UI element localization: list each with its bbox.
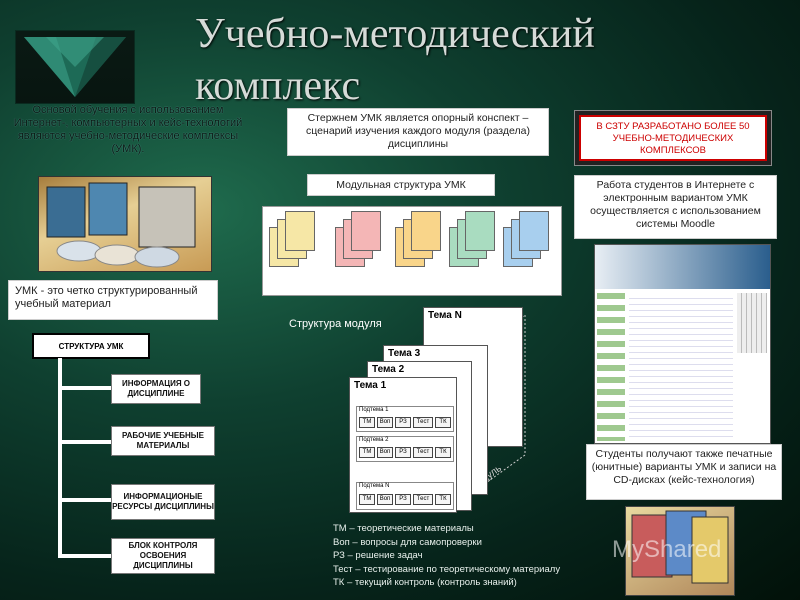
cell-rz-n: РЗ	[395, 494, 411, 505]
cd-disc-icon	[46, 182, 196, 268]
notice-frame: В СЗТУ РАЗРАБОТАНО БОЛЕЕ 50 УЧЕБНО-МЕТОД…	[574, 110, 772, 166]
cell-test-1: Тест	[413, 417, 433, 428]
module-structure-diagram: Модуль Тема N Тема 3 Тема 2 Тема 1 Подте…	[345, 305, 530, 515]
tema-n-label: Тема N	[428, 310, 462, 321]
cell-tk-2: ТК	[435, 447, 451, 458]
logo-image	[15, 30, 135, 104]
cell-test-n: Тест	[413, 494, 433, 505]
structure-title: СТРУКТУРА УМК	[32, 333, 150, 359]
modular-structure-text: Модульная структура УМК	[336, 179, 466, 191]
module-stack-2c	[351, 211, 381, 251]
structure-item-info: ИНФОРМАЦИЯ О ДИСЦИПЛИНЕ	[111, 374, 201, 404]
print-note-box: Студенты получают также печатные (юнитны…	[586, 444, 782, 500]
legend-item-rz: РЗ – решение задач	[333, 550, 423, 561]
cell-vop-2: Воп	[377, 447, 393, 458]
subtopic-1-label: Подтема 1	[359, 407, 389, 413]
printed-books-photo	[625, 506, 735, 596]
subtopic-n-label: Подтема N	[359, 483, 390, 489]
cell-tk-1: ТК	[435, 417, 451, 428]
tema-2-label: Тема 2	[372, 364, 405, 375]
cell-rz-2: РЗ	[395, 447, 411, 458]
subtopic-2-label: Подтема 2	[359, 437, 389, 443]
legend-item-test: Тест – тестирование по теоретическому ма…	[333, 563, 561, 575]
tree-branch-1	[58, 386, 112, 390]
cell-test-2: Тест	[413, 447, 433, 458]
moodle-calendar	[737, 293, 767, 353]
cell-vop-n: Воп	[377, 494, 393, 505]
tree-branch-4	[58, 554, 112, 558]
core-note-box: Стержнем УМК является опорный конспект –…	[287, 108, 549, 156]
cell-tm-2: ТМ	[359, 447, 375, 458]
tree-trunk	[58, 358, 62, 558]
moodle-screenshot	[594, 244, 771, 444]
moodle-content	[629, 293, 733, 441]
subtopic-1-box: Подтема 1 ТМ Воп РЗ Тест ТК	[356, 406, 454, 432]
book-icon	[631, 510, 729, 584]
core-note-text: Стержнем УМК является опорный конспект –…	[306, 112, 530, 150]
watermark: MyShared	[612, 536, 722, 563]
structure-item-control: БЛОК КОНТРОЛЯ ОСВОЕНИЯ ДИСЦИПЛИНЫ	[111, 538, 215, 574]
page-title: Учебно-методический комплекс	[195, 8, 755, 112]
module-stack-3c	[411, 211, 441, 251]
print-note-text: Студенты получают также печатные (юнитны…	[591, 448, 777, 486]
cell-tk-n: ТК	[435, 494, 451, 505]
module-stack-4c	[465, 211, 495, 251]
pyramid-icon	[24, 37, 126, 97]
structure-item-resources: ИНФОРМАЦИОНЫЕ РЕСУРСЫ ДИСЦИПЛИНЫ	[111, 484, 215, 520]
umk-definition-box: УМК - это четко структурированный учебны…	[8, 280, 218, 320]
legend-item-vop: Воп – вопросы для самопроверки	[333, 536, 482, 548]
title-line-2: комплекс	[195, 63, 361, 109]
cell-vop-1: Воп	[377, 417, 393, 428]
tema-1-page: Тема 1 Подтема 1 ТМ Воп РЗ Тест ТК Подте…	[349, 377, 457, 513]
tree-branch-3	[58, 498, 112, 502]
umk-definition-text: УМК - это четко структурированный учебны…	[15, 285, 198, 310]
tema-3-label: Тема 3	[388, 348, 421, 359]
moodle-note-box: Работа студентов в Интернете с электронн…	[574, 175, 777, 239]
moodle-note-text: Работа студентов в Интернете с электронн…	[590, 179, 761, 230]
intro-note: Основой обучения с использованием Интерн…	[13, 104, 243, 155]
legend-item-tm: ТМ – теоретические материалы	[333, 523, 474, 534]
module-stack-5c	[519, 211, 549, 251]
module-stack-1c	[285, 211, 315, 251]
module-structure-label: Структура модуля	[289, 318, 382, 330]
legend: ТМ – теоретические материалы Воп – вопро…	[333, 522, 633, 590]
cell-rz-1: РЗ	[395, 417, 411, 428]
legend-item-tk: ТК – текущий контроль (контроль знаний)	[333, 577, 517, 588]
moodle-sidebar	[597, 293, 625, 441]
tema-1-label: Тема 1	[354, 380, 387, 391]
modular-structure-label: Модульная структура УМК	[307, 174, 495, 196]
cd-books-photo	[38, 176, 212, 272]
cell-tm-n: ТМ	[359, 494, 375, 505]
cell-tm-1: ТМ	[359, 417, 375, 428]
notice-box: В СЗТУ РАЗРАБОТАНО БОЛЕЕ 50 УЧЕБНО-МЕТОД…	[579, 115, 767, 161]
subtopic-n-box: Подтема N ТМ Воп РЗ Тест ТК	[356, 482, 454, 510]
title-line-1: Учебно-методический	[195, 11, 595, 57]
tree-branch-2	[58, 440, 112, 444]
moodle-header	[595, 245, 770, 289]
structure-item-materials: РАБОЧИЕ УЧЕБНЫЕ МАТЕРИАЛЫ	[111, 426, 215, 456]
modules-diagram	[262, 206, 562, 296]
subtopic-2-box: Подтема 2 ТМ Воп РЗ Тест ТК	[356, 436, 454, 462]
